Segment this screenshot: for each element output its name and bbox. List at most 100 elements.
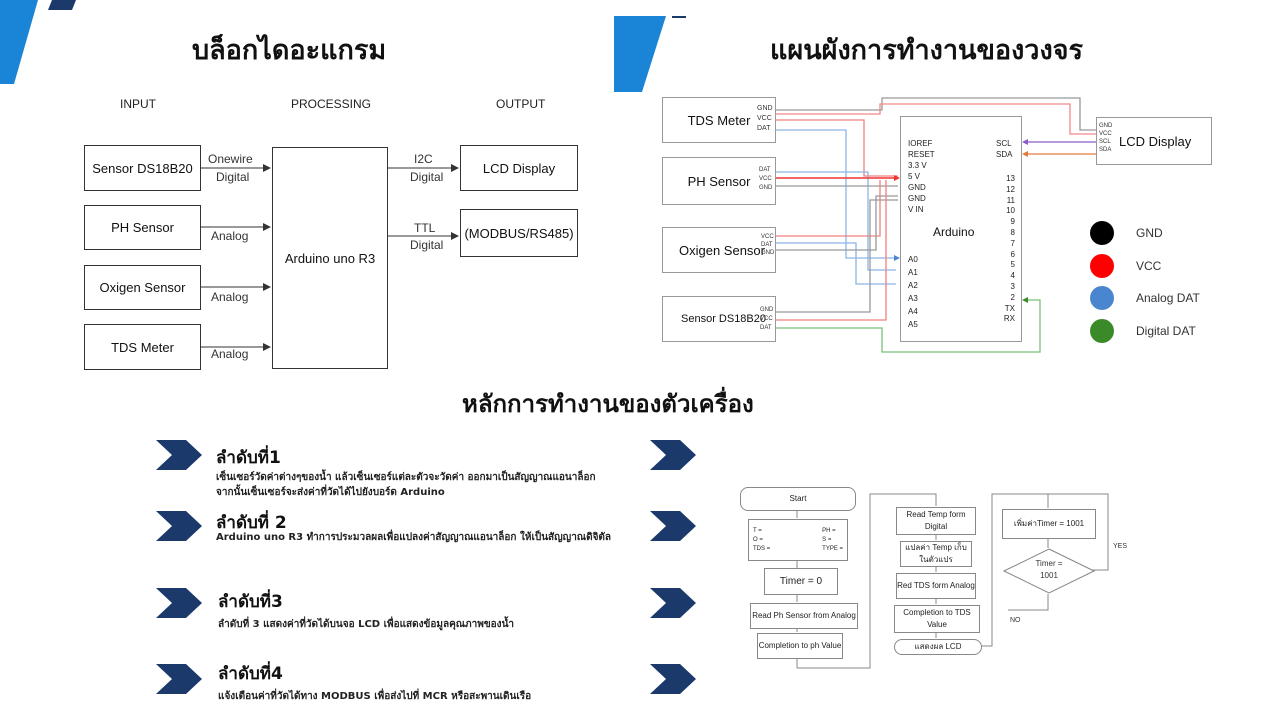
tds-pin-vcc: VCC	[757, 115, 772, 122]
circuit-sensor-ph: PH Sensor	[662, 157, 776, 205]
var-tds: TDS =	[753, 545, 771, 552]
step-3-title: ลำดับที่3	[218, 592, 283, 612]
output-header: OUTPUT	[496, 97, 546, 111]
pin-a0: A0	[908, 255, 918, 264]
pin-3v3: 3.3 V	[908, 161, 927, 170]
circuit-wires	[776, 97, 1096, 353]
flow-yes-label: YES	[1113, 543, 1128, 550]
flow-timer-check: Timer = 1001	[1035, 559, 1063, 580]
legend-dot-digital	[1090, 319, 1114, 343]
var-type: TYPE =	[822, 545, 843, 552]
corner-accent-right	[614, 16, 686, 92]
pin-5v: 5 V	[908, 172, 921, 181]
pin-a4: A4	[908, 307, 918, 316]
chevron-icon	[650, 664, 696, 694]
oxigen-pin-vcc: VCC	[761, 234, 774, 240]
pin-a5: A5	[908, 320, 918, 329]
lcd-pin-scl: SCL	[1099, 139, 1111, 145]
legend-label-vcc: VCC	[1136, 259, 1162, 273]
circuit-lcd-label: LCD Display	[1119, 133, 1192, 149]
flow-completion-tds: Completion to TDS Value	[894, 605, 980, 633]
pin-a2: A2	[908, 281, 918, 290]
oxigen-pin-labels: VCC DAT GND	[761, 233, 774, 257]
processing-header: PROCESSING	[291, 97, 372, 111]
var-s: S =	[822, 536, 832, 543]
chevron-icon	[650, 588, 696, 618]
legend-label-gnd: GND	[1136, 226, 1163, 240]
chevron-icon	[650, 440, 696, 470]
ph-pin-dat: DAT	[759, 167, 771, 173]
pin-a3: A3	[908, 294, 918, 303]
link-label-i2c: I2C	[414, 152, 433, 166]
pin-reset: RESET	[908, 150, 935, 159]
oxigen-pin-gnd: GND	[761, 250, 775, 256]
pin-scl: SCL	[996, 139, 1012, 148]
input-block-oxigen: Oxigen Sensor	[84, 265, 201, 310]
arduino-right-pins: 13 12 11 10 9 8 7 6 5 4 3 2 TX RX	[1003, 174, 1015, 325]
pin-rx: RX	[1003, 314, 1015, 324]
circuit-title: แผนผังการทำงานของวงจร	[770, 35, 1083, 66]
flow-completion-ph: Completion to ph Value	[757, 633, 843, 659]
output-block-lcd: LCD Display	[460, 145, 578, 191]
circuit-sensor-oxigen: Oxigen Sensor	[662, 227, 776, 273]
circuit-sensor-oxigen-label: Oxigen Sensor	[679, 242, 765, 258]
step-3-desc: ลำดับที่ 3 แสดงค่าที่วัดได้บนจอ LCD เพื่…	[218, 619, 515, 630]
tds-pin-gnd: GND	[757, 105, 773, 112]
step-1-title: ลำดับที่1	[216, 448, 281, 468]
ds18b20-pin-gnd: GND	[760, 307, 774, 313]
principle-title: หลักการทำงานของตัวเครื่อง	[462, 390, 754, 418]
flow-read-tds: Red TDS form Analog	[896, 573, 976, 599]
pin-12: 12	[1006, 184, 1015, 194]
tds-pin-labels: GND VCC DAT	[757, 104, 773, 134]
flow-read-ph: Read Ph Sensor from Analog	[750, 603, 858, 629]
pin-gnd-1: GND	[908, 183, 926, 192]
arduino-left-pins-bottom: A0 A1 A2 A3 A4 A5	[908, 253, 918, 331]
flow-start: Start	[740, 487, 856, 511]
lcd-pin-gnd: GND	[1099, 123, 1113, 129]
var-t: T =	[753, 527, 762, 534]
block-diagram-title: บล็อกไดอะแกรม	[192, 35, 387, 66]
step-4-desc: แจ้งเตือนค่าที่วัดได้ทาง MODBUS เพื่อส่ง…	[218, 691, 532, 702]
output-block-modbus: (MODBUS/RS485)	[460, 209, 578, 257]
circuit-sensor-tds-label: TDS Meter	[687, 112, 751, 128]
chevron-icon	[156, 664, 202, 694]
arduino-label: Arduino	[933, 225, 975, 239]
step-1-desc: เซ็นเซอร์วัดค่าต่างๆของน้ำ แล้วเซ็นเซอร์…	[216, 472, 596, 498]
pin-8: 8	[1010, 227, 1015, 237]
pin-5: 5	[1010, 260, 1015, 270]
link-label-analog-3: Analog	[211, 347, 249, 361]
oxigen-pin-dat: DAT	[761, 242, 773, 248]
link-label-digital-2: Digital	[410, 170, 444, 184]
link-label-onewire: Onewire	[208, 152, 253, 166]
chevron-icon	[156, 440, 202, 470]
flow-timer-decision	[1003, 548, 1095, 594]
pin-a1: A1	[908, 268, 918, 277]
link-label-analog-2: Analog	[211, 290, 249, 304]
flow-init-vars: T = O = TDS = PH = S = TYPE =	[748, 519, 848, 561]
step-2-desc: Arduino uno R3 ทำการประมวลผลเพื่อแปลงค่า…	[216, 532, 612, 543]
flow-init-vars-right: PH = S = TYPE =	[822, 527, 843, 554]
var-ph: PH =	[822, 527, 836, 534]
flow-timer-init: Timer = 0	[764, 568, 838, 595]
link-label-analog-1: Analog	[211, 229, 249, 243]
link-label-ttl: TTL	[414, 221, 436, 235]
corner-accent-left	[0, 0, 76, 84]
pin-13: 13	[1006, 174, 1015, 183]
pin-ioref: IOREF	[908, 139, 933, 148]
processor-block: Arduino uno R3	[272, 147, 388, 369]
pin-gnd-2: GND	[908, 194, 926, 203]
pin-9: 9	[1010, 217, 1015, 227]
ph-pin-vcc: VCC	[759, 176, 772, 182]
link-label-digital-3: Digital	[410, 238, 444, 252]
pin-tx: TX	[1004, 303, 1015, 313]
ds18b20-pin-dat: DAT	[760, 325, 772, 331]
flow-convert-temp: แปลค่า Temp เก็บในตัวแปร	[900, 541, 972, 567]
ds18b20-pin-labels: GND VCC DAT	[760, 306, 773, 333]
input-block-ph: PH Sensor	[84, 205, 201, 250]
step-2-title: ลำดับที่ 2	[216, 513, 287, 533]
pin-sda: SDA	[996, 150, 1013, 159]
ds18b20-pin-vcc: VCC	[760, 316, 773, 322]
legend-label-digital: Digital DAT	[1136, 324, 1196, 338]
flow-timer-add: เพิ่มค่าTimer = 1001	[1002, 509, 1096, 539]
